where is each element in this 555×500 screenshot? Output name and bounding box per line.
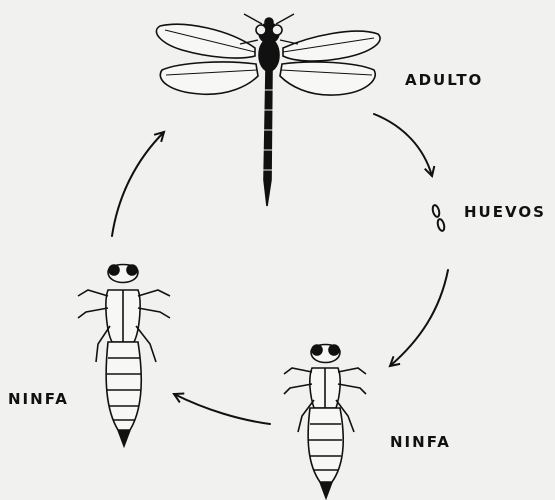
label-nymph-left: NINFA: [8, 390, 69, 408]
label-adult: ADULTO: [405, 71, 483, 89]
nymph-right: [284, 345, 366, 499]
adult-dragonfly: [156, 14, 380, 206]
nymph-left: [78, 265, 170, 447]
label-nymph-right: NINFA: [390, 433, 451, 451]
arrow-eggs-to-nymph: [390, 270, 448, 366]
arrow-adult-to-eggs: [374, 114, 432, 176]
eggs: [432, 204, 446, 231]
arrow-nymph-to-adult: [112, 132, 164, 236]
arrow-nymph-to-nymph: [174, 394, 270, 424]
label-eggs: HUEVOS: [464, 203, 546, 221]
cycle-arrows: [112, 114, 448, 424]
